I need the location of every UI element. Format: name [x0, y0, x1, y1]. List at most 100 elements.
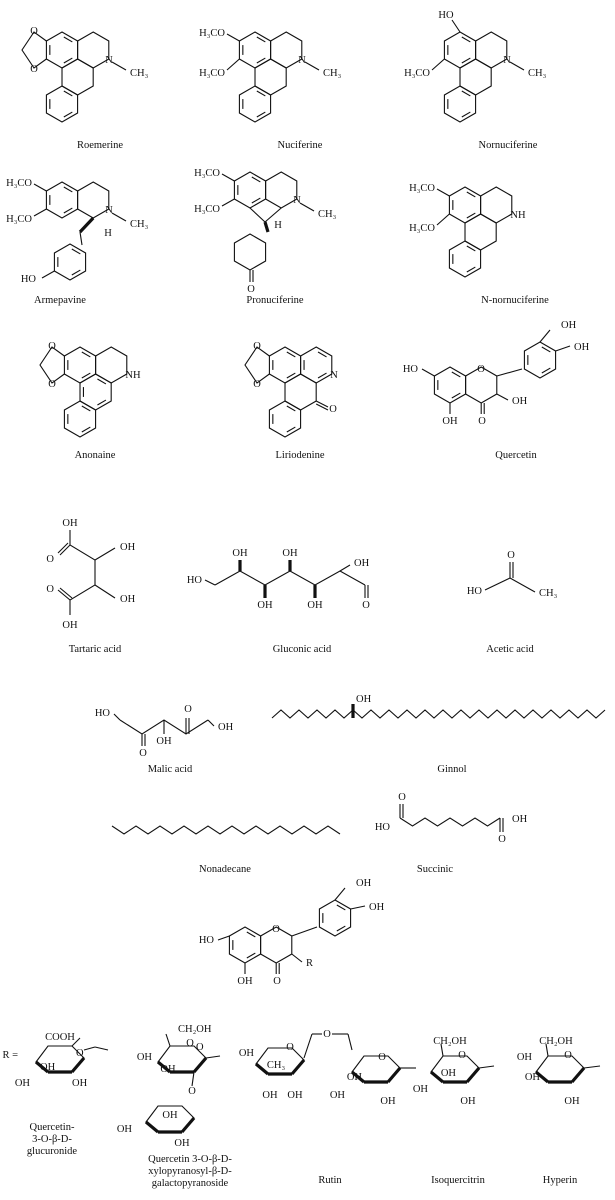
atom-label: CH₃ [267, 1060, 286, 1071]
compound-name: Succinic [417, 864, 453, 875]
atom-label: OH [232, 548, 248, 559]
atom-label: O [478, 416, 486, 427]
wedge-bond [34, 1060, 50, 1074]
ring [45, 181, 79, 219]
ring [448, 186, 482, 224]
atom-label: O [30, 26, 38, 37]
wedge-bond [570, 1066, 586, 1084]
atom-label: OH [237, 976, 253, 987]
compound-name: Pronuciferine [246, 295, 303, 306]
compound-name-line: 3-O-β-D- [32, 1134, 72, 1145]
atom-label: H [104, 228, 112, 239]
bond [63, 111, 73, 118]
chain-bond [244, 346, 270, 384]
atom-label: OH [413, 1084, 429, 1095]
atom-label: OH [174, 1138, 190, 1149]
bond [431, 58, 445, 71]
compound-name: Isoquercitrin [431, 1175, 485, 1186]
bond [347, 1033, 353, 1051]
atom-label: NH [125, 370, 141, 381]
ring [63, 400, 97, 438]
atom-label: H₃CO [6, 178, 32, 189]
atom-label: OH [160, 1064, 176, 1075]
bond [83, 1046, 96, 1051]
compound-name: Rutin [318, 1175, 342, 1186]
bond [466, 212, 476, 219]
atom-label: CH₃ [318, 209, 337, 220]
atom-label: N [330, 370, 338, 381]
bond [94, 1046, 109, 1051]
atom-label: OH [460, 1096, 476, 1107]
compound-name-line: Quercetin- [30, 1122, 75, 1133]
bond [256, 90, 266, 97]
atom-label: O [48, 379, 56, 390]
bond [256, 36, 266, 43]
atom-label: OH [15, 1078, 31, 1089]
bond [71, 1037, 81, 1047]
atom-label: CH₃ [130, 68, 149, 79]
atom-label: CH₃ [323, 68, 342, 79]
wedge-bond [263, 221, 270, 233]
ring [523, 341, 557, 379]
atom-label: O [247, 284, 255, 295]
ring [270, 31, 303, 69]
ring [464, 213, 497, 251]
bond [97, 399, 107, 406]
bond [466, 245, 476, 252]
atom-label: OH [512, 814, 528, 825]
atom-label: OH [561, 320, 577, 331]
bond [256, 111, 266, 118]
wedge-bond [254, 1062, 270, 1076]
bond [509, 61, 525, 71]
atom-label: OH [239, 1048, 255, 1059]
atom-label: HO [95, 708, 111, 719]
bond [461, 36, 471, 43]
chain-bond [484, 577, 536, 593]
ring [475, 31, 508, 69]
compound-name: Quercetin [495, 450, 537, 461]
bond [81, 351, 91, 358]
atom-label: OH [330, 1090, 346, 1101]
compound-name: Ginnol [437, 764, 466, 775]
atom-label: H₃CO [409, 223, 435, 234]
atom-label: OH [262, 1090, 278, 1101]
atom-label: O [272, 924, 280, 935]
bond [217, 935, 230, 941]
atom-label: OH [282, 548, 298, 559]
bond [111, 61, 127, 71]
atom-label: OH [156, 736, 172, 747]
bond [299, 202, 315, 212]
bond [205, 1055, 221, 1059]
ring [254, 58, 287, 96]
bond [57, 542, 69, 554]
atom-label: O [253, 379, 261, 390]
bond [191, 1071, 195, 1087]
ring [318, 899, 352, 937]
bond [291, 926, 318, 937]
compound-name: Nornuciferine [479, 140, 538, 151]
ring [228, 926, 262, 964]
atom-label: N [105, 205, 113, 216]
bond [336, 904, 346, 911]
compound-name: Roemerine [77, 140, 123, 151]
atom-label: O [477, 364, 485, 375]
bond [81, 405, 91, 412]
ring [268, 346, 302, 384]
wedge-bond [192, 1056, 208, 1074]
bond [496, 368, 523, 377]
atom-label: OH [257, 600, 273, 611]
wedge-bond [465, 1066, 481, 1084]
atom-label: O [186, 1038, 194, 1049]
atom-label: O [398, 792, 406, 803]
wedge-bond [290, 1058, 306, 1076]
atom-label: OH [62, 620, 78, 631]
atom-label: N [298, 55, 306, 66]
bond [583, 1065, 601, 1069]
